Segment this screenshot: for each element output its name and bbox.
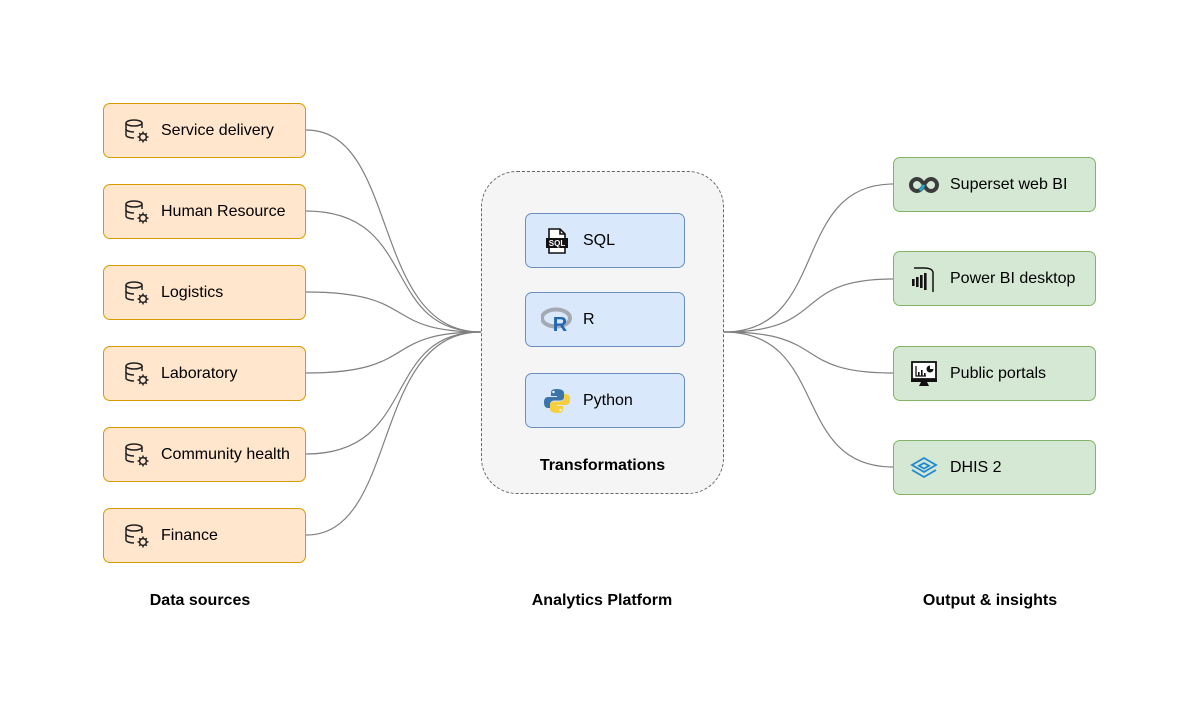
dhis2-logo-icon xyxy=(908,452,940,484)
tool-label: Python xyxy=(583,391,633,409)
tool-label: R xyxy=(583,310,595,328)
output-superset[interactable]: Superset web BI xyxy=(893,157,1096,212)
connector-service-delivery xyxy=(305,129,482,333)
output-label: Superset web BI xyxy=(950,175,1068,193)
output-label: DHIS 2 xyxy=(950,458,1002,476)
connector-laboratory xyxy=(305,331,482,374)
database-gear-icon xyxy=(121,358,153,390)
output-label: Public portals xyxy=(950,364,1047,382)
power-bi-icon xyxy=(908,263,940,295)
source-label: Service delivery xyxy=(161,121,274,139)
source-finance[interactable]: Finance xyxy=(103,508,306,563)
output-insights-title: Output & insights xyxy=(922,592,1058,609)
tool-python[interactable]: Python xyxy=(525,373,685,428)
analytics-platform-title: Analytics Platform xyxy=(531,592,673,609)
transformations-label: Transformations xyxy=(539,457,666,474)
output-public-portals[interactable]: Public portals xyxy=(893,346,1096,401)
svg-text:R: R xyxy=(553,314,568,333)
database-gear-icon xyxy=(121,439,153,471)
source-label: Laboratory xyxy=(161,364,238,382)
source-community-health[interactable]: Community health xyxy=(103,427,306,482)
source-logistics[interactable]: Logistics xyxy=(103,265,306,320)
connector-human-resource xyxy=(305,210,482,333)
output-dhis2[interactable]: DHIS 2 xyxy=(893,440,1096,495)
output-label: Power BI desktop xyxy=(950,269,1076,287)
source-human-resource[interactable]: Human Resource xyxy=(103,184,306,239)
source-label: Finance xyxy=(161,526,218,544)
svg-text:SQL: SQL xyxy=(549,239,566,248)
source-service-delivery[interactable]: Service delivery xyxy=(103,103,306,158)
source-laboratory[interactable]: Laboratory xyxy=(103,346,306,401)
database-gear-icon xyxy=(121,277,153,309)
tool-label: SQL xyxy=(583,231,616,249)
connector-community-health xyxy=(305,331,482,455)
superset-logo-icon xyxy=(908,169,940,201)
python-logo-icon xyxy=(541,385,573,417)
source-label: Community health xyxy=(161,445,290,463)
output-power-bi[interactable]: Power BI desktop xyxy=(893,251,1096,306)
r-logo-icon: R xyxy=(541,304,573,336)
connector-logistics xyxy=(305,291,482,333)
sql-file-icon: SQL xyxy=(541,225,573,257)
connector-power-bi xyxy=(723,278,894,333)
connector-superset xyxy=(723,183,894,333)
tool-sql[interactable]: SQL SQL xyxy=(525,213,685,268)
connector-public-portals xyxy=(723,331,894,374)
database-gear-icon xyxy=(121,520,153,552)
monitor-dashboard-icon xyxy=(908,358,940,390)
source-label: Logistics xyxy=(161,283,224,301)
data-sources-title: Data sources xyxy=(149,592,251,609)
connector-finance xyxy=(305,331,482,536)
database-gear-icon xyxy=(121,196,153,228)
connector-dhis2 xyxy=(723,331,894,468)
source-label: Human Resource xyxy=(161,202,286,220)
tool-r[interactable]: R R xyxy=(525,292,685,347)
database-gear-icon xyxy=(121,115,153,147)
